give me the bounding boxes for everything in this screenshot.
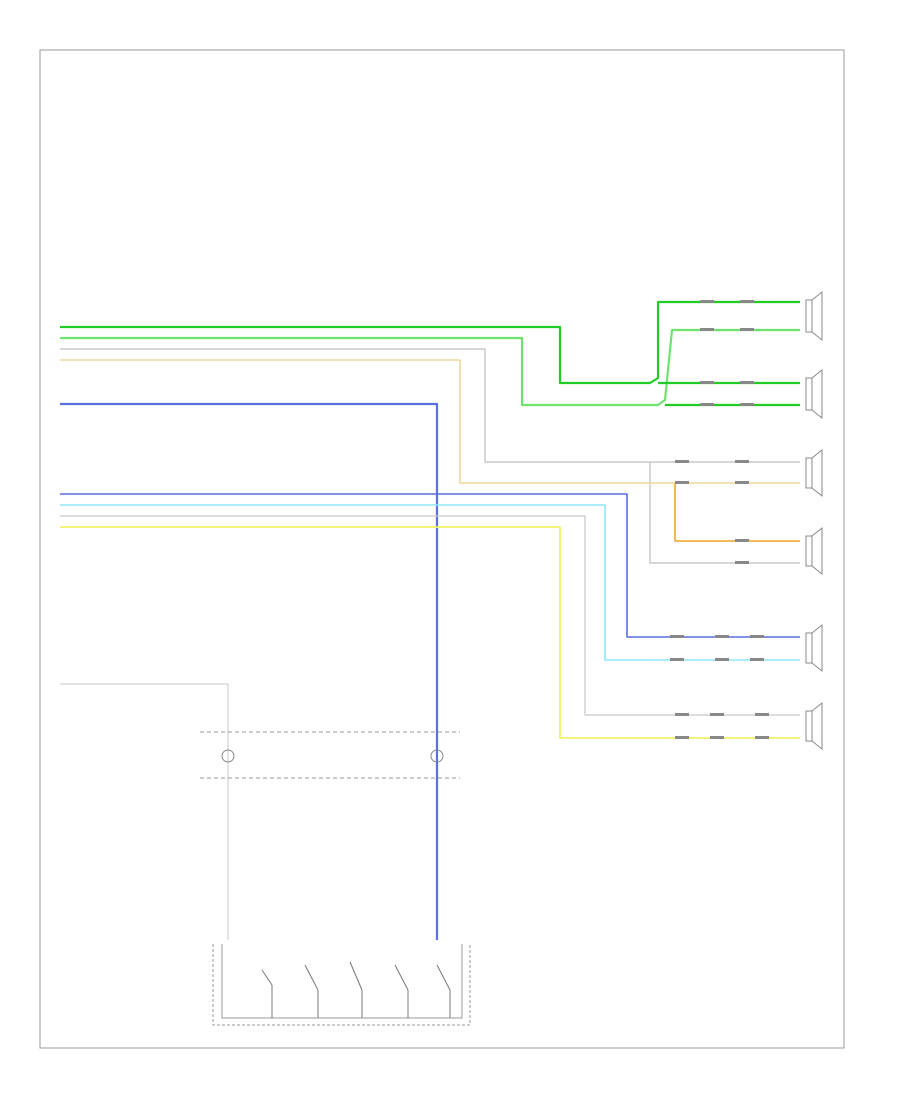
speakers xyxy=(805,290,823,751)
switch-contacts xyxy=(261,961,451,1018)
wire-gray-branch xyxy=(649,462,800,564)
terminal-left xyxy=(221,749,235,763)
receiver-module xyxy=(200,731,460,779)
wire-gray xyxy=(60,348,800,463)
speaker-right-front-woofer xyxy=(805,368,823,420)
wire-tan xyxy=(60,359,800,484)
speaker-right-front-tweeter xyxy=(805,290,823,342)
speaker-right-rear xyxy=(805,623,823,673)
diagram-frame xyxy=(39,49,845,1049)
wire-light-green xyxy=(60,328,800,407)
wire-dark-green xyxy=(60,300,800,385)
wire-dark-blue xyxy=(60,402,439,940)
wire-orange-branch xyxy=(674,483,800,542)
wire-dark-blue-2 xyxy=(60,493,800,638)
inline-connectors xyxy=(670,300,769,739)
speaker-left-front-woofer xyxy=(805,526,823,576)
terminal-right xyxy=(430,749,444,763)
speaker-left-front-tweeter xyxy=(805,448,823,498)
wire-pin10 xyxy=(60,683,229,940)
steering-switch xyxy=(212,944,471,1026)
wire-tan-2 xyxy=(60,515,800,716)
speaker-left-rear xyxy=(805,701,823,751)
wire-light-blue xyxy=(60,504,800,661)
